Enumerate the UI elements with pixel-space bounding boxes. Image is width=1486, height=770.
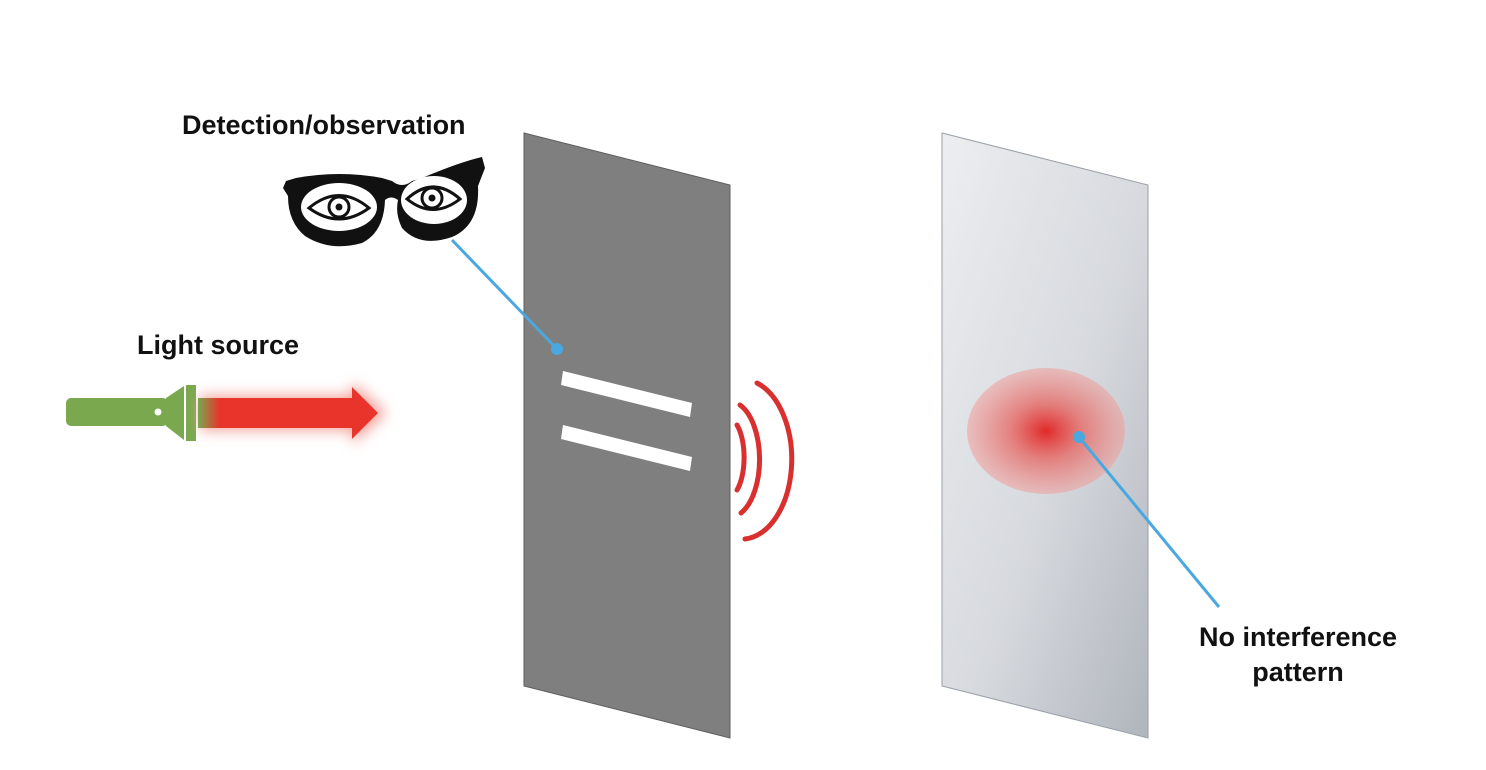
- result-pointer: [1073, 431, 1221, 608]
- glasses-eyes-icon: [283, 157, 485, 247]
- signal-waves-icon: [734, 380, 795, 542]
- light-beam-arrow: [198, 382, 386, 444]
- light-spot: [967, 368, 1125, 494]
- slit-bottom: [561, 425, 692, 471]
- result-label: No interference pattern: [1178, 620, 1418, 690]
- result-label-line2: pattern: [1252, 657, 1344, 688]
- detection-screen: [941, 132, 1149, 739]
- observer-pointer: [450, 238, 563, 355]
- detection-observation-label: Detection/observation: [182, 110, 466, 140]
- flashlight-icon: [66, 385, 196, 441]
- result-label-line1: No interference: [1198, 622, 1398, 652]
- light-source-label: Light source: [137, 330, 300, 360]
- slit-barrier: [523, 132, 731, 739]
- slit-top: [561, 371, 692, 417]
